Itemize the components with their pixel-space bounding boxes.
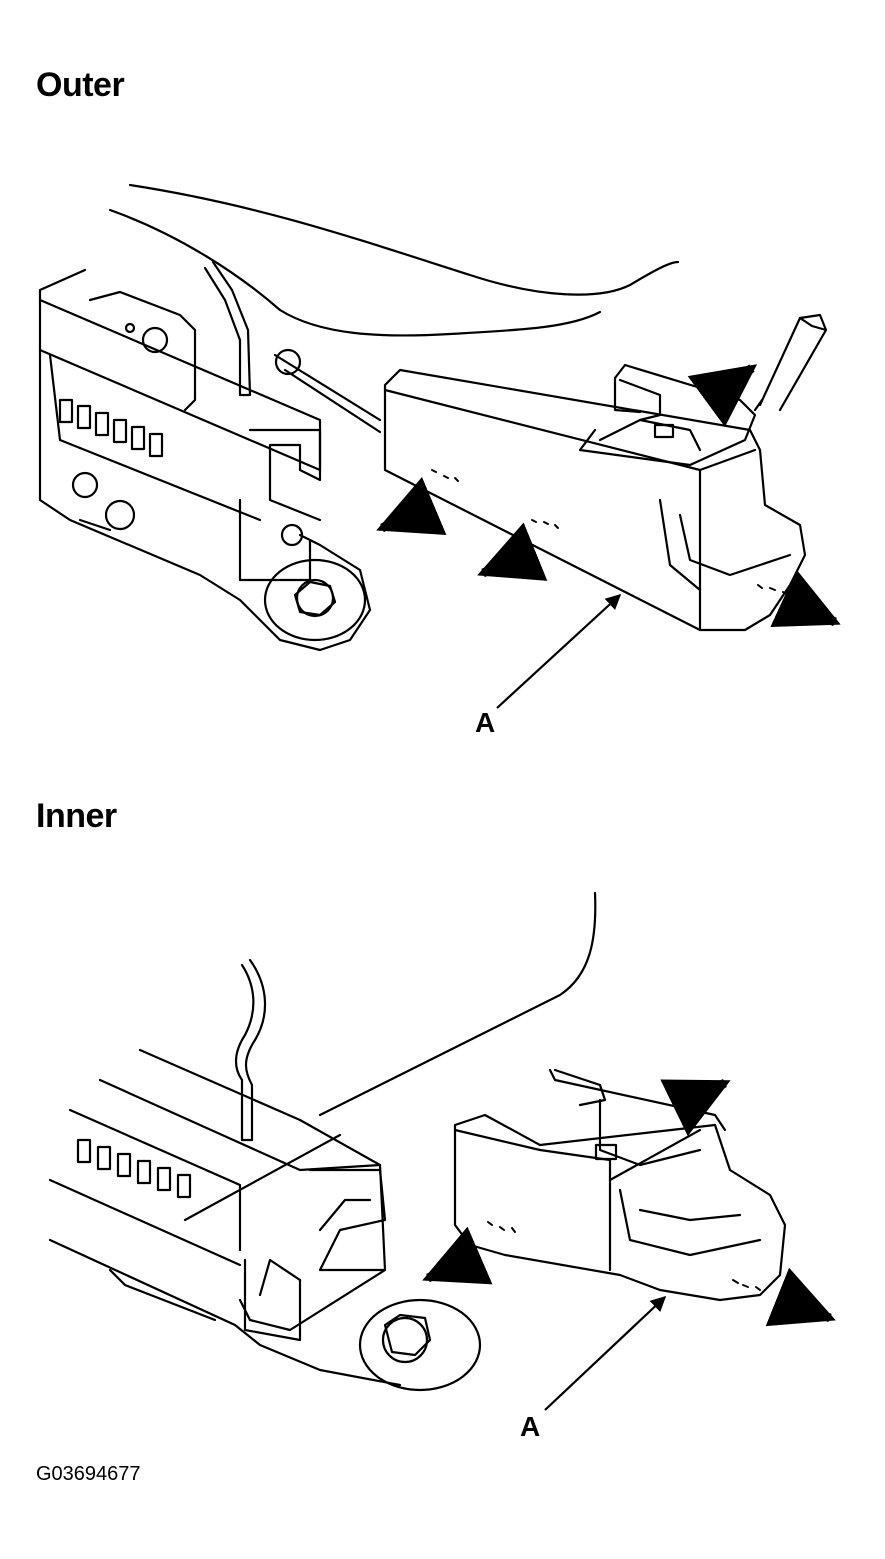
outer-lever [203, 260, 252, 397]
inner-arrow-up [660, 1078, 731, 1137]
outer-arrow-up [687, 364, 758, 427]
outer-arrow-left-1 [376, 476, 447, 536]
outer-arrow-right [770, 569, 841, 627]
outer-callout-a: A [475, 707, 496, 738]
inner-illustration [48, 891, 787, 1392]
figure-id: G03694677 [36, 1463, 141, 1485]
inner-leader-line-a [544, 1295, 667, 1411]
outer-illustration [38, 183, 828, 652]
outer-arrow-left-2 [477, 522, 548, 581]
inner-foot-bolt [383, 1313, 432, 1357]
inner-arrows [422, 1078, 836, 1327]
outer-section-title: Outer [36, 66, 125, 104]
inner-callout-a: A [520, 1411, 541, 1442]
inner-arrow-left [422, 1226, 493, 1285]
inner-cover-a [453, 1068, 787, 1302]
outer-rail-slots [58, 398, 164, 458]
inner-lever [234, 958, 267, 1142]
outer-bracket [88, 290, 197, 412]
outer-tool [758, 313, 828, 412]
outer-foot-bolt [293, 580, 337, 617]
outer-cable [273, 353, 382, 422]
outer-seat-cushion [128, 183, 680, 296]
outer-seat-rail [38, 268, 372, 652]
inner-rail-slots [76, 1138, 192, 1199]
outer-leader-line-a [496, 593, 622, 709]
inner-foot-plate [358, 1298, 482, 1392]
inner-seat-cushion [318, 891, 597, 1117]
inner-arrow-right [765, 1267, 836, 1327]
outer-arrows [376, 364, 841, 627]
inner-section-title: Inner [36, 797, 117, 835]
outer-cover-a [383, 363, 807, 632]
outer-bolts [71, 471, 136, 532]
